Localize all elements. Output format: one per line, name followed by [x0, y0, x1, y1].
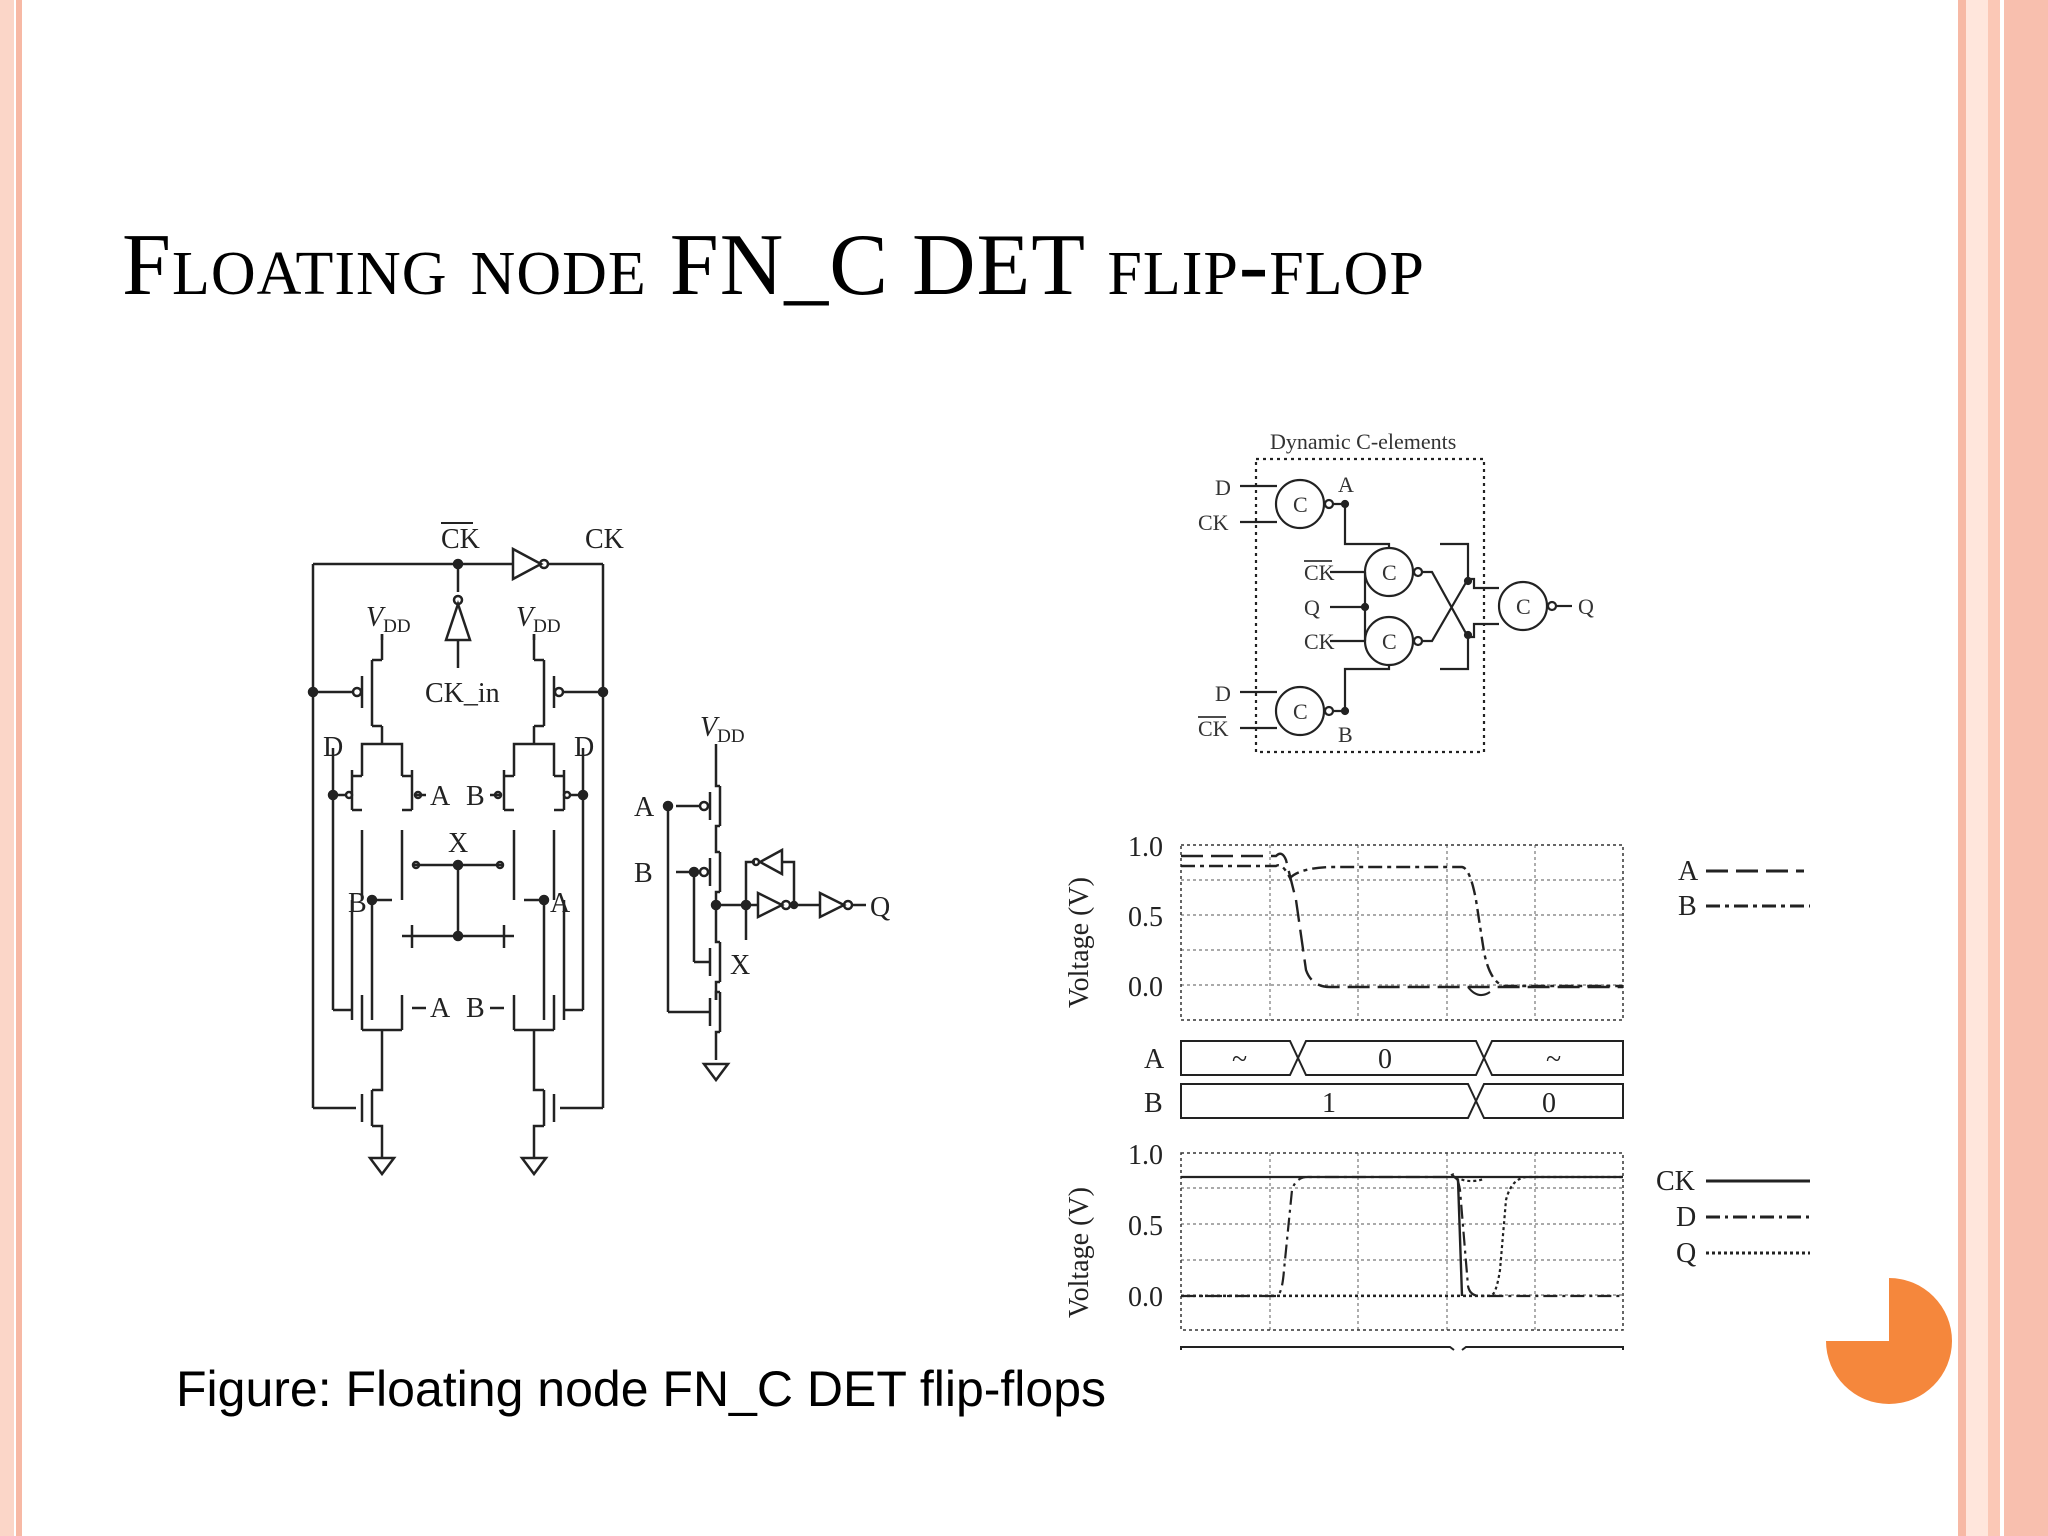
ytick-top-1: 1.0 — [1128, 832, 1163, 863]
output-stage-labels: VDD A B X Q — [634, 712, 890, 981]
b-label-2: B — [348, 888, 367, 919]
slide-border-right — [1958, 0, 2048, 1536]
ce-a-out: A — [1338, 472, 1354, 497]
waveform-top-plot — [1180, 844, 1624, 1021]
ce-ckbar4: CK — [1198, 716, 1229, 741]
c-elements-diagram — [1240, 457, 1572, 754]
bus-labels: A B ~ 0 ~ 1 0 — [1144, 1044, 1561, 1119]
ytick-bottom-1: 1.0 — [1128, 1140, 1163, 1171]
c-elements-title: Dynamic C-elements — [1270, 429, 1456, 454]
a-out-label: A — [634, 792, 655, 823]
bus-b-val-2: 0 — [1542, 1088, 1556, 1119]
legend-a-label: A — [1678, 856, 1699, 887]
ce-ckbar2: CK — [1304, 560, 1335, 585]
legend-b-label: B — [1678, 891, 1697, 922]
ck-bar-label: CK — [441, 524, 480, 555]
wave-q — [1181, 1175, 1623, 1298]
figure-caption: Figure: Floating node FN_C DET flip-flop… — [176, 1361, 1107, 1417]
schematic-labels: CK CK CK_in VDD VDD D D A B X B A A B — [323, 522, 624, 1024]
ce-ck1: CK — [1198, 510, 1229, 535]
ce-ck3: CK — [1304, 629, 1335, 654]
ce-q-in: Q — [1304, 595, 1320, 620]
ytick-top-2: 0.5 — [1128, 902, 1163, 933]
ytick-top-3: 0.0 — [1128, 972, 1163, 1003]
c2-label: C — [1382, 560, 1397, 585]
legend-ck-label: CK — [1656, 1166, 1695, 1197]
bus-b-val-1: 1 — [1322, 1088, 1336, 1119]
d-left-label: D — [323, 732, 343, 763]
d-right-label: D — [574, 732, 594, 763]
bus-a — [1180, 1040, 1624, 1076]
b-out-label: B — [634, 858, 653, 889]
b-label-3: B — [466, 993, 485, 1024]
ytick-bottom-3: 0.0 — [1128, 1282, 1163, 1313]
legend-top-swatches — [1706, 869, 1810, 908]
ce-d1: D — [1215, 475, 1231, 500]
waveform-bottom-plot — [1180, 1152, 1624, 1331]
ck-in-label: CK_in — [425, 678, 500, 709]
x-out-label: X — [730, 950, 750, 981]
legend-d-label: D — [1676, 1202, 1696, 1233]
bus-a-val-3: ~ — [1546, 1044, 1561, 1075]
bus-a-label: A — [1144, 1044, 1165, 1075]
c5-label: C — [1516, 594, 1531, 619]
slide-title: Floating node FN_C DET flip-flop — [122, 217, 1425, 314]
ytick-bottom-2: 0.5 — [1128, 1211, 1163, 1242]
bus-a-val-2: 0 — [1378, 1044, 1392, 1075]
a-label-2: A — [550, 888, 571, 919]
ce-q-out: Q — [1578, 594, 1594, 619]
c1-label: C — [1293, 492, 1308, 517]
bus-b-label: B — [1144, 1088, 1163, 1119]
wave-b — [1181, 864, 1623, 988]
transistor-schematic — [307, 546, 609, 1177]
bus-a-val-1: ~ — [1232, 1044, 1247, 1075]
output-stage — [662, 744, 866, 1083]
q-out-label: Q — [870, 892, 890, 923]
legend-q-label: Q — [1676, 1238, 1696, 1269]
bus-rows — [1180, 1040, 1624, 1119]
waveform-bottom-axis: Voltage (V) 1.0 0.5 0.0 CK D Q — [1064, 1140, 1696, 1318]
c4-label: C — [1293, 699, 1308, 724]
vdd-out-label: VDD — [700, 712, 745, 747]
vdd-right-label: VDD — [516, 602, 561, 637]
wave-d — [1181, 1173, 1623, 1298]
b-label-1: B — [466, 781, 485, 812]
wave-a — [1181, 852, 1623, 989]
slide-border-left — [0, 0, 22, 1536]
bus-stub-bottom — [1180, 1346, 1624, 1351]
waveform-top-axis: Voltage (V) 1.0 0.5 0.0 A B — [1064, 832, 1699, 1008]
legend-bottom-swatches — [1706, 1179, 1810, 1255]
ylabel-top: Voltage (V) — [1064, 877, 1095, 1008]
c3-label: C — [1382, 629, 1397, 654]
bus-b — [1180, 1083, 1624, 1119]
ck-label: CK — [585, 524, 624, 555]
x-node-label: X — [448, 828, 468, 859]
ce-b-out: B — [1338, 722, 1353, 747]
corner-pie-decoration — [1826, 1278, 1952, 1404]
vdd-left-label: VDD — [366, 602, 411, 637]
c-elements-labels: Dynamic C-elements C C C C C D CK CK Q C… — [1198, 429, 1594, 747]
a-label-3: A — [430, 993, 451, 1024]
ylabel-bottom: Voltage (V) — [1064, 1187, 1095, 1318]
ce-d4: D — [1215, 681, 1231, 706]
a-label-1: A — [430, 781, 451, 812]
